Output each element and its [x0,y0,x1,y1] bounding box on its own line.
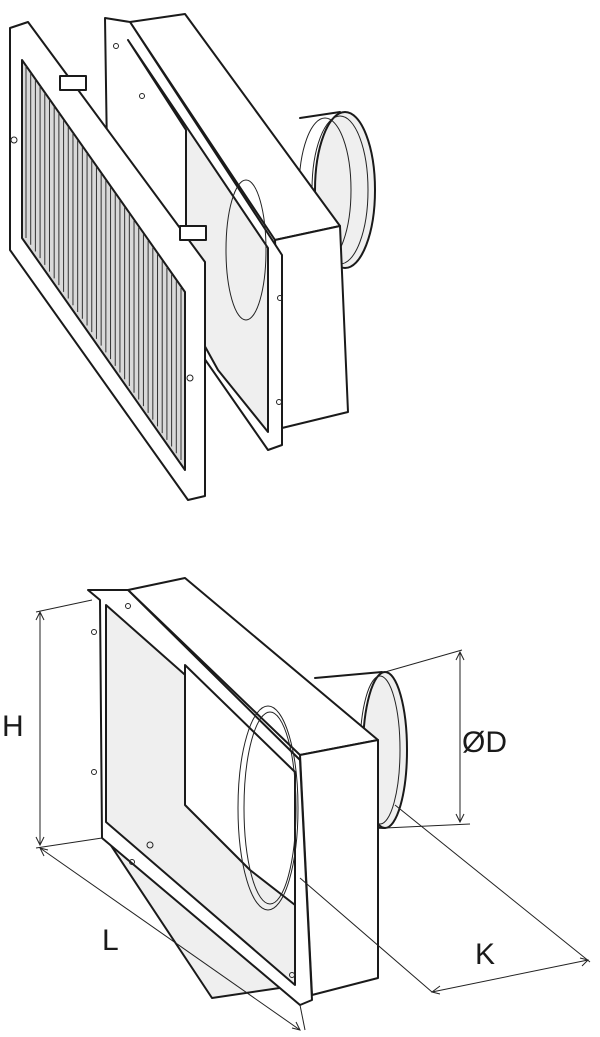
dimension-d-label: ØD [462,726,507,759]
exploded-view [9,13,376,501]
dimension-d [384,649,471,829]
inner-circle-bottom [237,705,299,911]
dimension-h [35,599,103,849]
dimensioned-view: H L ØD K [2,577,591,1031]
box2-side-face [299,739,379,996]
box2-inner-back [184,664,296,906]
dimension-k [299,804,591,995]
box-side-face [274,225,349,429]
clip-lower [179,225,207,241]
dimension-k-label: K [475,938,495,971]
grille-louvers [25,66,182,460]
grille-top [9,21,207,501]
inner-circle-top [225,179,267,321]
grille-frame-inner [21,59,186,471]
dimension-l-label: L [102,924,119,957]
clip-upper [59,75,87,91]
dimension-h-label: H [2,710,24,743]
dimension-l [39,847,306,1031]
